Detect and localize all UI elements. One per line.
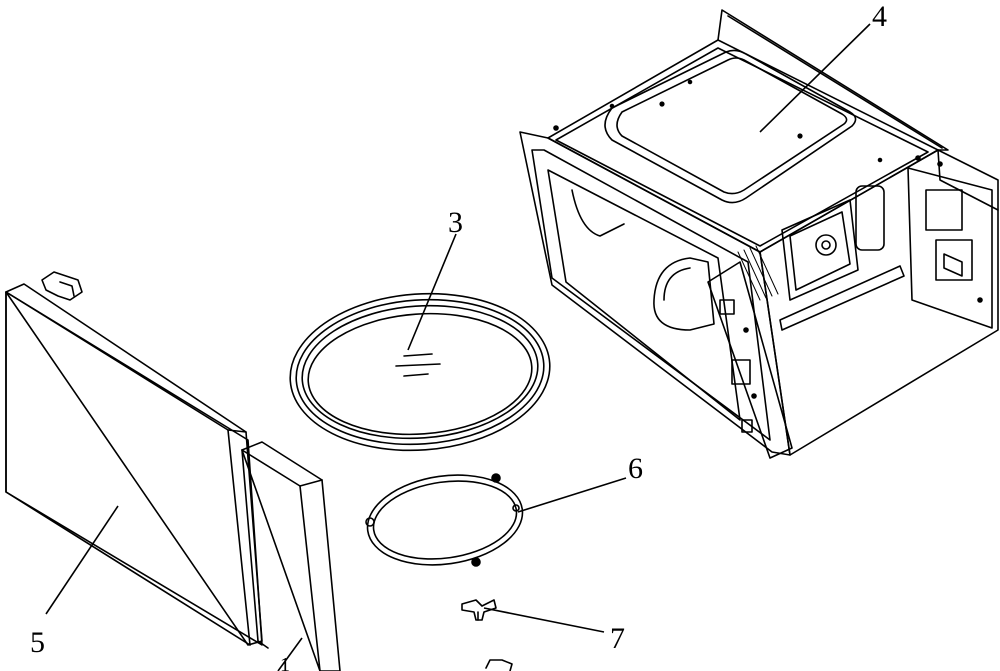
part-number-1: 1 [280, 654, 290, 671]
part-number-4: 4 [872, 0, 887, 33]
door-frame [241, 441, 341, 671]
part-number-3: 3 [448, 206, 463, 239]
glass-tray [289, 292, 551, 452]
oven-housing [519, 9, 999, 459]
part-number-6: 6 [628, 452, 643, 485]
part-number-5: 5 [30, 626, 45, 659]
part-number-7: 7 [610, 622, 625, 655]
leader-lines [45, 23, 871, 671]
door-panel [5, 271, 263, 646]
roller-ring [365, 473, 524, 567]
coupler [461, 599, 513, 671]
